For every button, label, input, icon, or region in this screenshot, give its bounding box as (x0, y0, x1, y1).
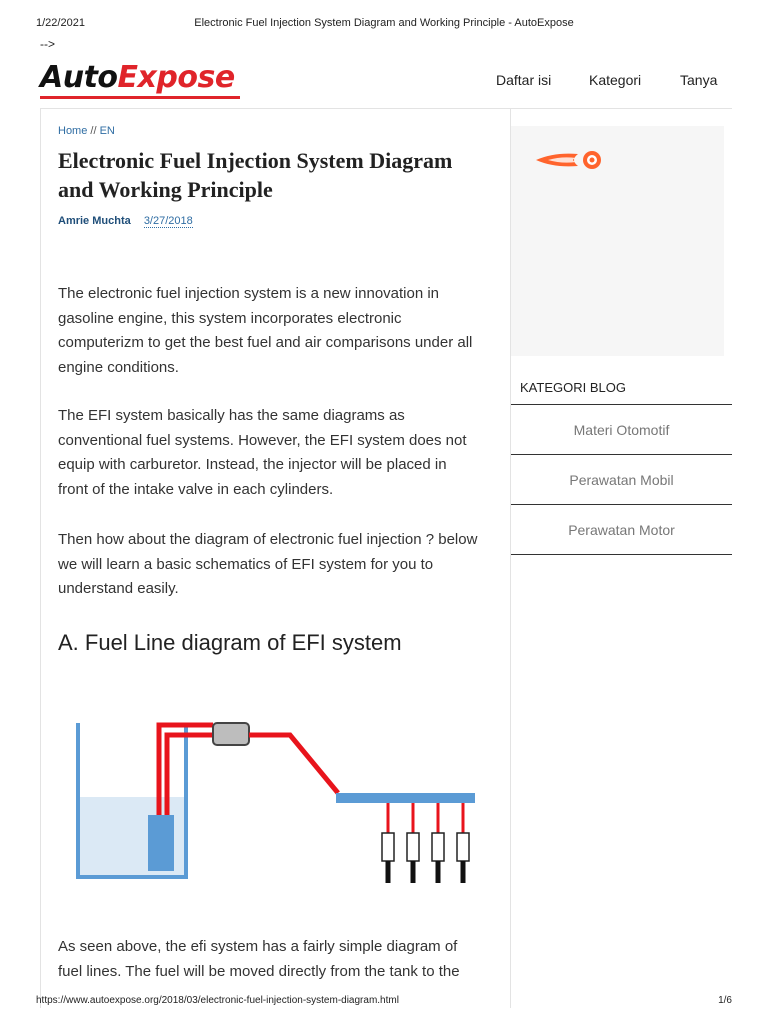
post-meta: Amrie Muchta 3/27/2018 (58, 215, 193, 228)
fuel-pump (148, 815, 174, 871)
section-heading: A. Fuel Line diagram of EFI system (58, 630, 402, 655)
article-paragraph-4: As seen above, the efi system has a fair… (58, 938, 460, 980)
fuel-return-line (164, 732, 213, 815)
logo-expose: Expose (117, 60, 236, 95)
breadcrumb: Home // EN (58, 125, 115, 137)
content-frame-top (40, 108, 732, 109)
breadcrumb-separator: // (90, 125, 97, 137)
sidebar-item-perawatan-mobil[interactable]: Perawatan Mobil (569, 472, 674, 488)
breadcrumb-home[interactable]: Home (58, 125, 88, 137)
fuel-line-rail (249, 732, 340, 795)
print-page-number: 1/6 (718, 995, 732, 1006)
sidebar-divider (511, 554, 732, 555)
sidebar-ad-box (511, 126, 724, 356)
fuel-rail (336, 793, 475, 803)
stray-comment-text: --> (40, 37, 55, 51)
print-page-title: Electronic Fuel Injection System Diagram… (194, 17, 574, 29)
sidebar-divider (511, 404, 732, 405)
nav-daftar-isi[interactable]: Daftar isi (496, 72, 552, 88)
author-link[interactable]: Amrie Muchta (58, 215, 131, 227)
fuel-line-diagram (76, 722, 475, 883)
print-date: 1/22/2021 (36, 17, 85, 29)
fuel-line-pump (156, 722, 213, 815)
sidebar-divider (511, 504, 732, 505)
fuel-filter (212, 722, 250, 746)
nav-kategori[interactable]: Kategori (589, 72, 642, 88)
nav-tanya[interactable]: Tanya (680, 72, 718, 88)
breadcrumb-section[interactable]: EN (99, 125, 115, 137)
post-date[interactable]: 3/27/2018 (143, 215, 193, 228)
content-frame-divider (510, 108, 511, 1008)
page-title: Electronic Fuel Injection System Diagram… (58, 148, 453, 202)
injectors (381, 803, 470, 883)
logo-auto: Auto (40, 60, 118, 95)
article-paragraph-3: Then how about the diagram of electronic… (58, 531, 478, 598)
sidebar-item-materi-otomotif[interactable]: Materi Otomotif (573, 422, 670, 438)
content-frame-left (40, 108, 41, 1008)
article-paragraph-2: The EFI system basically has the same di… (58, 407, 467, 498)
article-paragraph-1: The electronic fuel injection system is … (58, 285, 473, 376)
fuel-tank (76, 723, 188, 879)
semrush-fire-icon (536, 151, 601, 169)
print-url: https://www.autoexpose.org/2018/03/elect… (36, 995, 399, 1006)
site-logo[interactable]: AutoExpose (40, 60, 235, 95)
sidebar-item-perawatan-motor[interactable]: Perawatan Motor (568, 522, 675, 538)
logo-underline (40, 96, 240, 99)
sidebar-title: KATEGORI BLOG (520, 380, 626, 395)
sidebar-divider (511, 454, 732, 455)
